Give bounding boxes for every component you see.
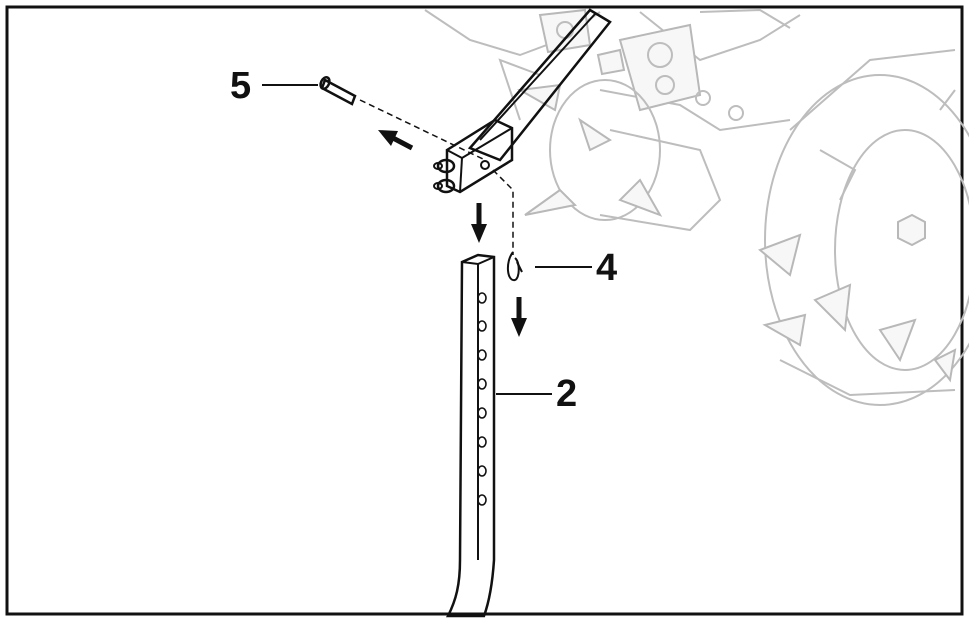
- clip-path-line: [492, 169, 514, 255]
- diagram-frame: [5, 5, 964, 616]
- hitch-pin: [319, 76, 357, 106]
- bracket-bolts: [433, 158, 456, 194]
- hairpin-clip: [507, 251, 523, 282]
- drawbar-arm: [467, 8, 612, 162]
- gearbox-mount: [538, 8, 791, 121]
- arrow-down-icon: [511, 297, 527, 337]
- hub-nut: [897, 213, 926, 247]
- hitch-bracket: [433, 118, 514, 194]
- callout-5-label: 5: [230, 65, 251, 107]
- arrow-left-icon: [378, 130, 414, 151]
- callout-2-label: 2: [556, 373, 577, 415]
- right-tines: [758, 49, 969, 406]
- pin-path-line: [359, 99, 486, 161]
- arrow-down-icon: [471, 203, 487, 243]
- callout-2: 2: [496, 373, 577, 415]
- tiller-body: [424, 8, 969, 406]
- shank-holes: [477, 292, 487, 506]
- depth-stake-shank: [445, 253, 496, 618]
- callout-4: 4: [535, 247, 617, 289]
- callout-4-label: 4: [596, 247, 617, 289]
- callout-5: 5: [230, 65, 318, 107]
